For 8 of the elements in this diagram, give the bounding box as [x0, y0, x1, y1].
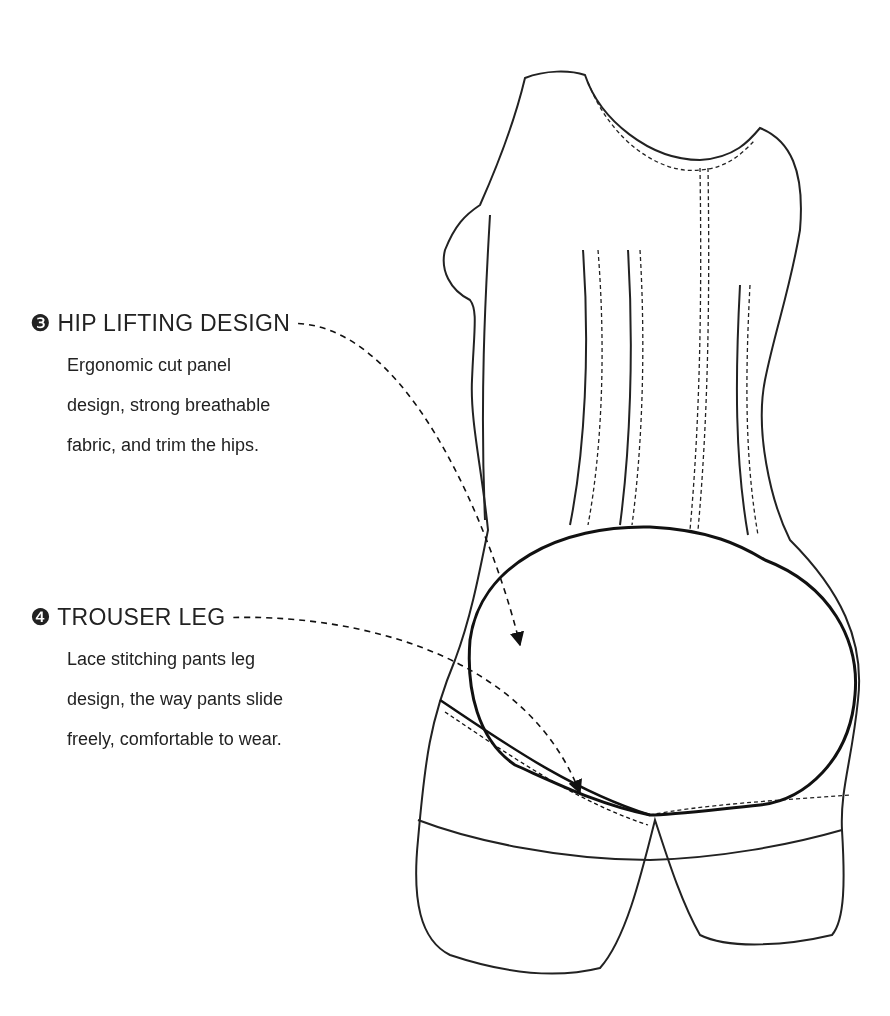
feature-description: Ergonomic cut panel design, strong breathable fabric, and trim the hips.: [67, 354, 272, 457]
leader-arrow: [232, 616, 581, 795]
feature-heading: ❸ HIP LIFTING DESIGN: [30, 310, 291, 337]
feature-description: Lace stitching pants leg design, the way pants slide freely, comfortable to wear.: [67, 648, 285, 751]
hip-panel: [467, 525, 857, 817]
feature-heading: ❹ TROUSER LEG: [30, 604, 226, 631]
leader-arrow: [297, 322, 524, 647]
leg-lace-trim: [439, 698, 651, 826]
